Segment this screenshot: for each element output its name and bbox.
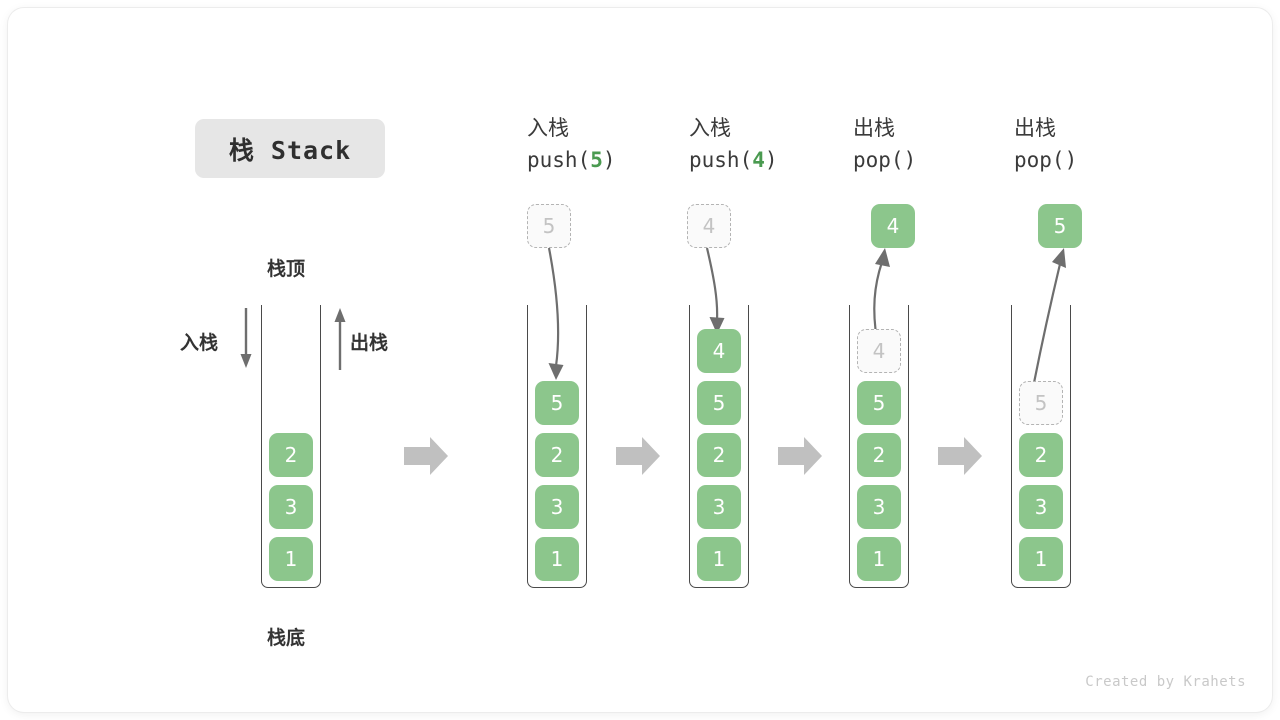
operation-code: pop() [1014, 144, 1184, 176]
stack-bottom-label: 栈底 [267, 628, 306, 649]
flow-arrow-icon [404, 434, 450, 478]
stack-cell: 2 [697, 433, 741, 477]
popped-element: 4 [871, 204, 915, 248]
stack-cell: 3 [857, 485, 901, 529]
stack-cell: 2 [535, 433, 579, 477]
pop-direction-arrow-icon [330, 308, 350, 370]
stack-cell: 3 [697, 485, 741, 529]
flow-arrow-icon [616, 434, 662, 478]
stack-cell: 2 [857, 433, 901, 477]
code-suffix: ) [602, 148, 616, 172]
stack-cell: 4 [697, 329, 741, 373]
diagram-title-badge: 栈 Stack [195, 119, 385, 178]
flow-arrow-icon [778, 434, 824, 478]
operation-header-push-4: 入栈 push(4) [689, 114, 859, 176]
operation-header-pop-2: 出栈 pop() [1014, 114, 1184, 176]
footer-credit: Created by Krahets [1085, 674, 1246, 690]
pop-legend-label: 出栈 [350, 333, 389, 354]
operation-code: push(5) [527, 144, 697, 176]
diagram-title: 栈 Stack [228, 135, 352, 165]
floating-element-ghost: 5 [527, 204, 571, 248]
operation-name-cn: 入栈 [527, 117, 569, 140]
operation-code: push(4) [689, 144, 859, 176]
popped-element: 5 [1038, 204, 1082, 248]
stack-cell-ghost: 4 [857, 329, 901, 373]
floating-element-ghost: 4 [687, 204, 731, 248]
code-suffix: ) [903, 148, 917, 172]
stack-container [527, 305, 587, 588]
operation-name-cn: 出栈 [1014, 117, 1056, 140]
stack-cell: 1 [697, 537, 741, 581]
stack-cell: 3 [535, 485, 579, 529]
stack-cell: 2 [269, 433, 313, 477]
flow-arrow-icon [938, 434, 984, 478]
stack-cell: 3 [1019, 485, 1063, 529]
stack-top-label: 栈顶 [267, 259, 306, 280]
stack-cell: 1 [535, 537, 579, 581]
code-argument: 5 [590, 148, 603, 172]
stack-container [1011, 305, 1071, 588]
stack-container [689, 305, 749, 588]
diagram-card: 栈 Stack 栈顶 入栈 出栈 栈底 2 3 1 入栈 push(5) 5 [8, 8, 1272, 712]
code-prefix: push( [527, 148, 591, 172]
stack-container [849, 305, 909, 588]
operation-code: pop() [853, 144, 1023, 176]
push-motion-arrow-icon [687, 247, 747, 343]
code-suffix: ) [764, 148, 778, 172]
stack-container [261, 305, 321, 588]
code-argument: 4 [752, 148, 765, 172]
stack-cell: 1 [1019, 537, 1063, 581]
operation-name-cn: 入栈 [689, 117, 731, 140]
stack-cell: 3 [269, 485, 313, 529]
stack-cell: 1 [857, 537, 901, 581]
push-legend-label: 入栈 [180, 333, 219, 354]
code-prefix: pop( [853, 148, 904, 172]
code-prefix: pop( [1014, 148, 1065, 172]
stack-cell: 5 [535, 381, 579, 425]
push-direction-arrow-icon [236, 308, 256, 370]
stack-cell-ghost: 5 [1019, 381, 1063, 425]
push-motion-arrow-icon [527, 247, 587, 388]
stack-cell: 2 [1019, 433, 1063, 477]
pop-motion-arrow-icon [1008, 248, 1078, 396]
stack-cell: 1 [269, 537, 313, 581]
code-prefix: push( [689, 148, 753, 172]
code-suffix: ) [1064, 148, 1078, 172]
operation-name-cn: 出栈 [853, 117, 895, 140]
stack-cell: 5 [697, 381, 741, 425]
operation-header-pop-1: 出栈 pop() [853, 114, 1023, 176]
stack-cell: 5 [857, 381, 901, 425]
operation-header-push-5: 入栈 push(5) [527, 114, 697, 176]
